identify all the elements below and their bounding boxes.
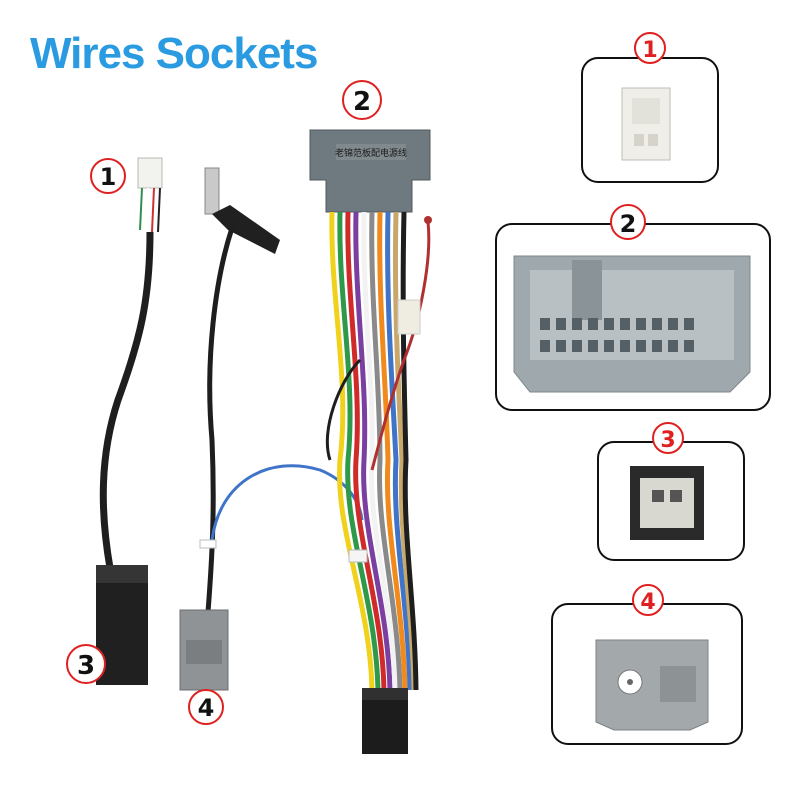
svg-text:4: 4 — [198, 694, 215, 722]
callout-photo-1: 1 — [90, 158, 126, 194]
main-plug-label: 老锦范板配电源线 — [335, 147, 407, 159]
callout-photo-3: 3 — [66, 644, 106, 684]
main-harness: 老锦范板配电源线 — [309, 129, 432, 754]
detail-panel-2: 2 — [495, 204, 771, 411]
callout-photo-2: 2 — [342, 80, 382, 120]
svg-text:3: 3 — [77, 651, 95, 681]
svg-text:4: 4 — [640, 590, 655, 615]
side-wire-red — [370, 221, 431, 471]
wire-bundle — [329, 211, 419, 691]
wire-tag — [397, 299, 421, 335]
svg-text:1: 1 — [642, 38, 657, 63]
main-plug-grey — [309, 129, 431, 213]
white-jst-plug-small — [137, 157, 163, 189]
socket-pins — [540, 318, 694, 352]
detail-panel-1: 1 — [581, 32, 719, 183]
cable-1-usb — [96, 157, 163, 685]
detail-panel-3: 3 — [597, 422, 745, 561]
callout-photo-4: 4 — [188, 689, 224, 725]
cable-4-antenna — [179, 167, 364, 691]
cable-1-wire — [99, 231, 154, 569]
detail-panel-4: 4 — [551, 584, 743, 745]
svg-text:2: 2 — [620, 210, 637, 238]
antenna-elbow — [212, 205, 280, 254]
antenna-cable — [205, 227, 235, 613]
svg-text:3: 3 — [660, 428, 675, 453]
svg-text:1: 1 — [100, 163, 117, 191]
antenna-pin-plug — [204, 167, 220, 215]
svg-text:2: 2 — [353, 87, 371, 117]
page-title: Wires Sockets — [30, 29, 318, 78]
detail-antenna-socket — [595, 639, 709, 731]
